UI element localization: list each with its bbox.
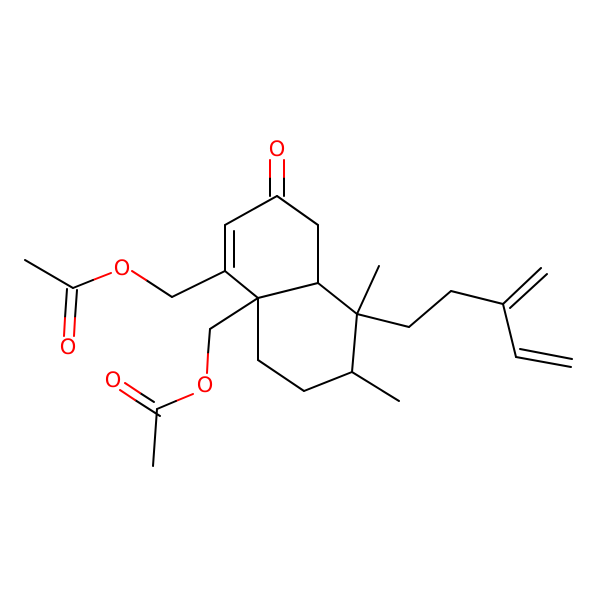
bond-acyl2-co-2 <box>134 399 161 417</box>
bond-ch2a-o <box>145 279 173 298</box>
bond-c3-c4 <box>276 195 319 226</box>
atom-o-ketone: O <box>269 137 286 161</box>
bond-chain3-vinyl <box>502 303 517 358</box>
bond-o-acyl1 <box>72 279 94 289</box>
bond-c5-chain1 <box>356 313 410 328</box>
bond-o-acyl2 <box>156 400 177 410</box>
bond-acyl2-co-1 <box>139 392 155 403</box>
bond-chain3-methylene <box>502 267 542 305</box>
atom-o-carbonyl2: O <box>105 368 122 392</box>
bond-chain1-chain2 <box>408 290 452 328</box>
atom-label-layer: O O O O O <box>60 137 286 397</box>
atom-o-ester1: O <box>114 256 131 280</box>
bond-c8a-ch2b <box>209 297 259 330</box>
bond-c6-c5 <box>351 313 358 373</box>
bond-acyl1-co-red-1 <box>63 317 66 337</box>
atom-o-ester2: O <box>197 373 214 397</box>
bond-c3-c2 <box>224 195 278 226</box>
bond-chain3-methylene-inner <box>509 273 548 309</box>
bond-acyl1-methyl <box>24 259 74 289</box>
bond-c1-ch2a <box>171 270 226 298</box>
bond-c8-c7 <box>257 359 305 392</box>
bond-layer <box>24 159 573 467</box>
bond-c1-c8a <box>224 270 259 299</box>
bond-ch2b-o-red <box>206 353 209 374</box>
bond-acyl1-co-red-2 <box>73 317 76 337</box>
bond-ch2a-o-red <box>131 270 147 281</box>
atom-o-carbonyl1: O <box>60 335 77 359</box>
bond-c5-c4a <box>317 282 358 315</box>
bond-vinyl-double <box>515 356 572 368</box>
bond-o-acyl2-red <box>175 393 194 402</box>
bond-acyl2-co-red-2 <box>119 389 136 401</box>
bond-c5-methyl <box>356 265 380 315</box>
bond-vinyl-double-inner <box>519 348 573 360</box>
bond-o-acyl1-red <box>92 272 112 281</box>
bond-c6-methyl <box>351 371 400 402</box>
bond-acyl2-co-red-1 <box>124 382 141 394</box>
bond-acyl1-co-2 <box>74 289 78 319</box>
bond-acyl2-methyl <box>152 408 158 467</box>
bond-chain2-chain3 <box>450 290 504 305</box>
bond-acyl1-co-1 <box>64 288 68 319</box>
bond-c4a-c8a <box>257 282 319 299</box>
bond-c7-c6 <box>303 371 353 392</box>
bond-ch2b-o <box>207 328 211 355</box>
